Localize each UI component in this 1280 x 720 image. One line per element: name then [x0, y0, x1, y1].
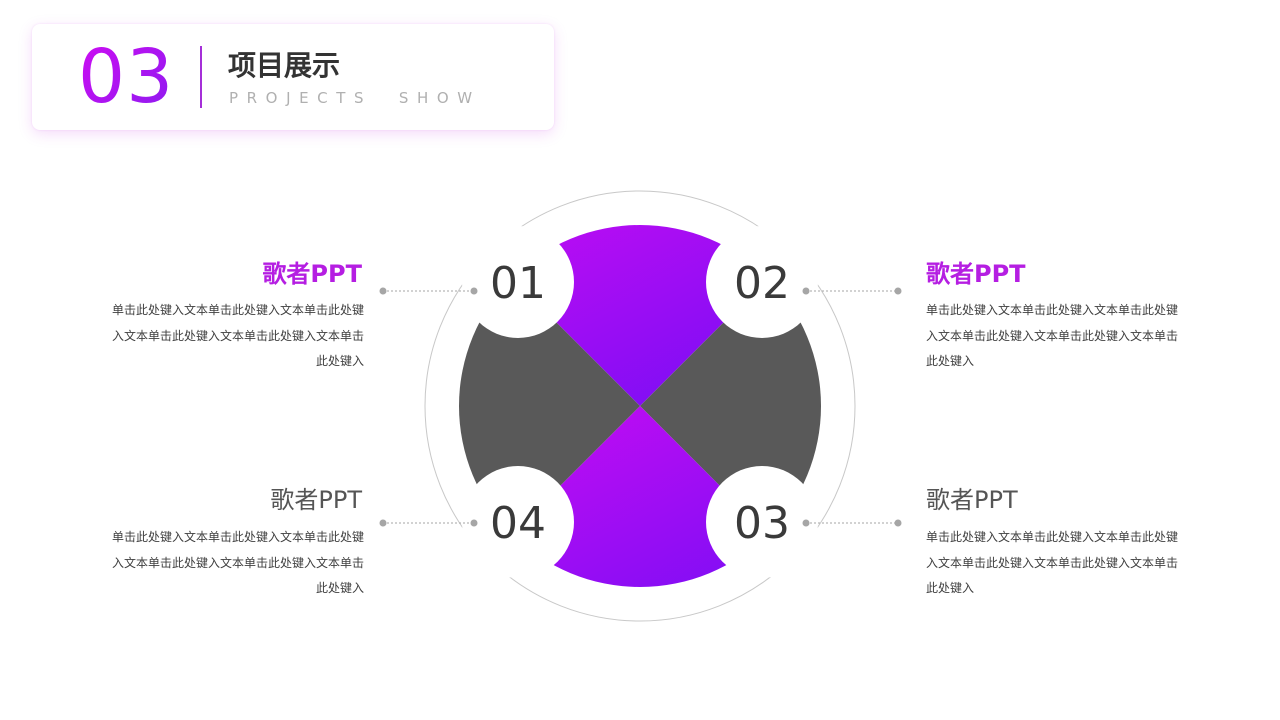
- number-circle-01: [462, 226, 574, 338]
- section-header-card: 03 项目展示 PROJECTS SHOW: [32, 24, 554, 130]
- number-circle-03: [706, 466, 818, 578]
- section-title: 项目展示: [228, 49, 341, 82]
- item-04-description: 单击此处键入文本单击此处键入文本单击此处键入文本单击此处键入文本单击此处键入文本…: [111, 530, 364, 595]
- item-01-title: 歌者PPT: [262, 260, 362, 288]
- item-02-description: 单击此处键入文本单击此处键入文本单击此处键入文本单击此处键入文本单击此处键入文本…: [926, 303, 1179, 368]
- header-divider: [200, 46, 202, 108]
- number-label-01: 01: [490, 258, 546, 309]
- outer-ring: [424, 190, 856, 622]
- item-03-title: 歌者PPT: [926, 486, 1018, 514]
- number-label-04: 04: [490, 498, 546, 549]
- number-label-03: 03: [734, 498, 790, 549]
- section-subtitle: PROJECTS SHOW: [229, 89, 481, 107]
- connector-02: [802, 287, 902, 295]
- item-04-title: 歌者PPT: [270, 486, 362, 514]
- connector-01: [379, 287, 478, 295]
- item-03-description: 单击此处键入文本单击此处键入文本单击此处键入文本单击此处键入文本单击此处键入文本…: [926, 530, 1179, 595]
- number-label-02: 02: [734, 258, 790, 309]
- number-circle-02: [706, 226, 818, 338]
- item-02-title: 歌者PPT: [926, 260, 1026, 288]
- connector-03: [802, 519, 902, 527]
- number-circle-04: [462, 466, 574, 578]
- connector-04: [379, 519, 478, 527]
- section-number: 03: [78, 34, 175, 120]
- item-01-description: 单击此处键入文本单击此处键入文本单击此处键入文本单击此处键入文本单击此处键入文本…: [111, 303, 364, 368]
